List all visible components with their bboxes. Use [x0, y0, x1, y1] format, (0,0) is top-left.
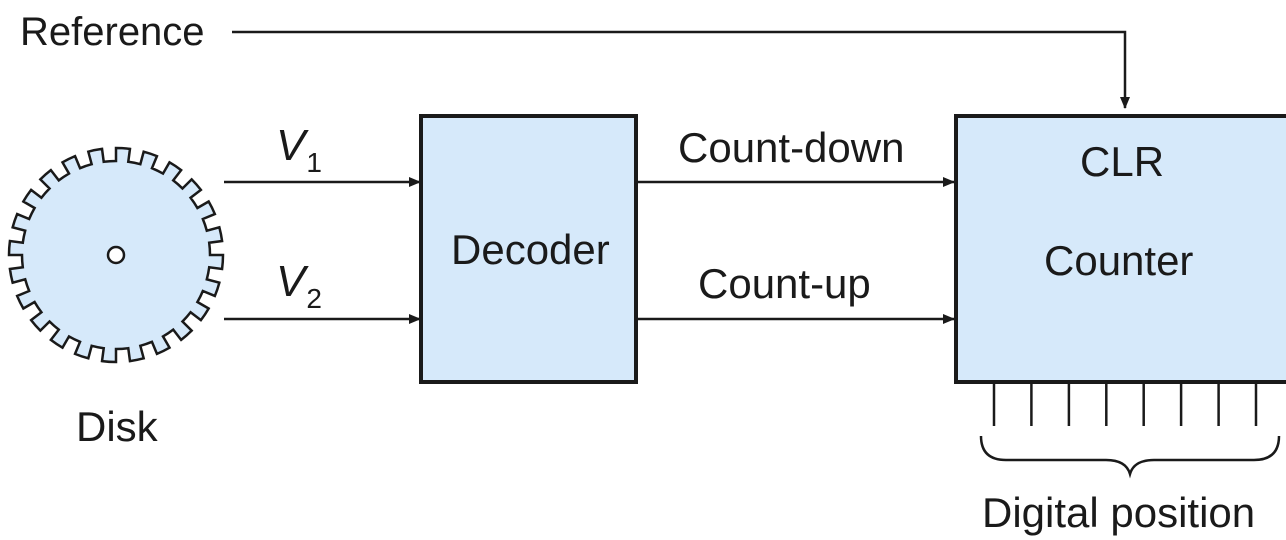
v2-letter: V: [276, 257, 306, 306]
counter-output-lines: [992, 384, 1258, 426]
v1-letter: V: [276, 121, 306, 170]
counter-label: Counter: [1044, 237, 1194, 284]
decoder-label: Decoder: [451, 226, 610, 273]
disk-label: Disk: [76, 403, 158, 450]
v1-subscript: 1: [306, 147, 322, 178]
clr-label: CLR: [1080, 138, 1165, 185]
count-up-label: Count-up: [698, 260, 871, 307]
v1-label: V1: [276, 121, 322, 177]
disk-hub: [106, 245, 126, 265]
v2-label: V2: [276, 257, 322, 313]
v2-subscript: 2: [306, 283, 322, 314]
output-brace: [979, 435, 1281, 479]
digital-position-label: Digital position: [982, 489, 1256, 536]
counter-block: [954, 114, 1286, 384]
reference-line: [232, 30, 1130, 109]
reference-label: Reference: [20, 10, 205, 54]
decoder-block: [419, 114, 638, 384]
disk-icon: [7, 146, 225, 364]
count-down-label: Count-down: [678, 124, 905, 171]
